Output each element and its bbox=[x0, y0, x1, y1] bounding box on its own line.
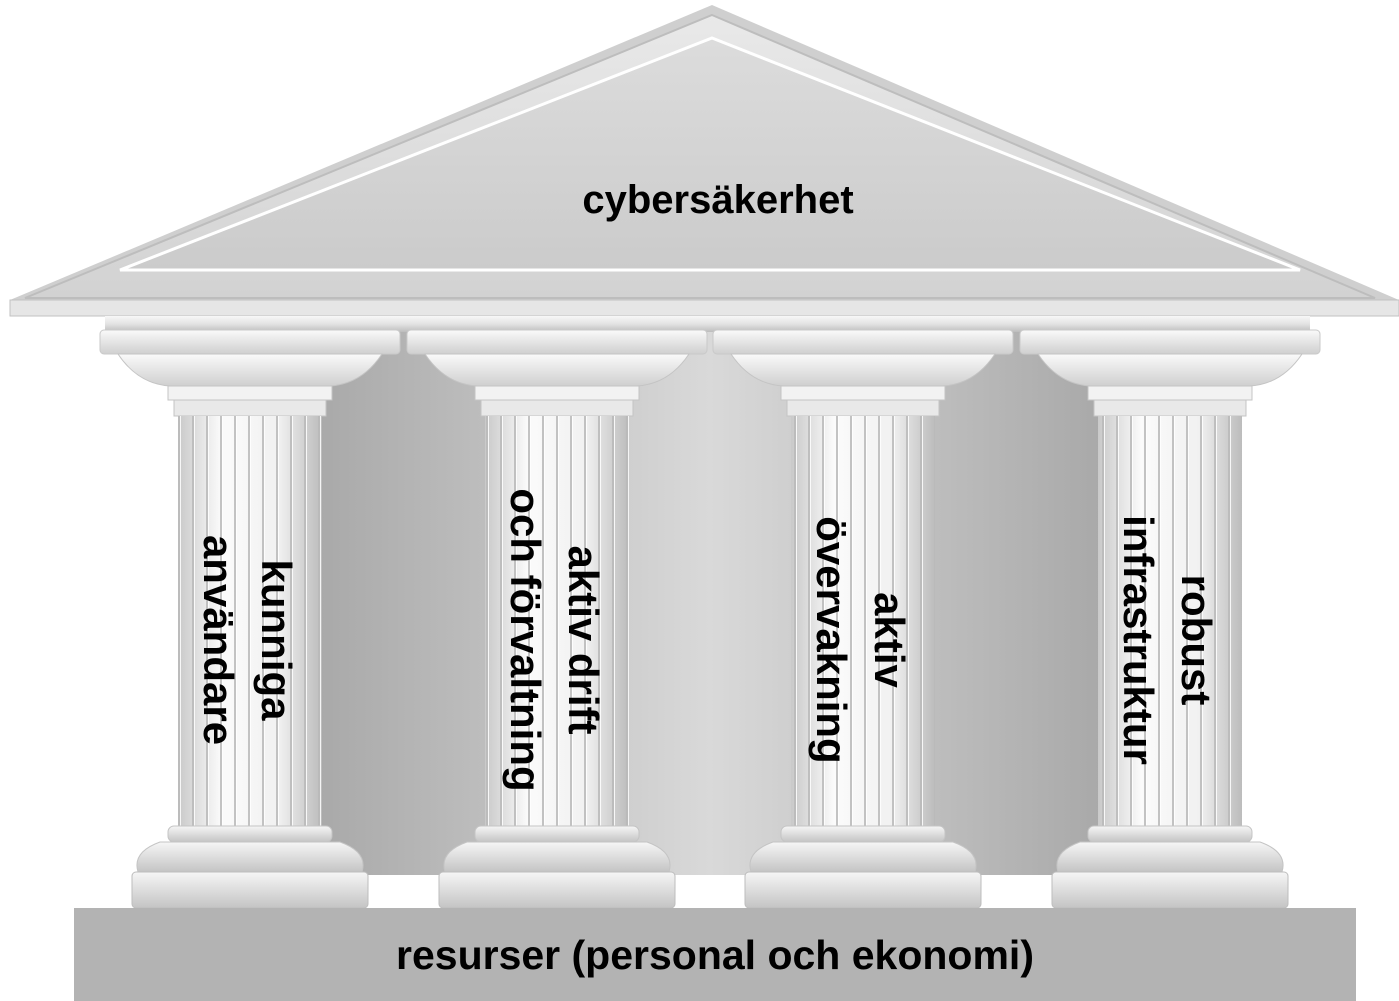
pillar-label-line1: aktiv drift bbox=[560, 545, 607, 734]
pillar-3: aktivövervakning bbox=[712, 329, 1014, 909]
pillar-abacus bbox=[712, 329, 1014, 355]
pillar-label-line1: kunniga bbox=[253, 559, 300, 721]
base-slab bbox=[74, 908, 1356, 1001]
pillar-plinth bbox=[1051, 871, 1289, 909]
pillar-label-line1: aktiv bbox=[866, 592, 913, 688]
pillar-plinth bbox=[131, 871, 369, 909]
pillar-necking bbox=[1087, 385, 1253, 401]
pillar-collar bbox=[480, 399, 634, 417]
pillar-echinus bbox=[1037, 353, 1303, 387]
pillar-flutes bbox=[1098, 416, 1242, 826]
base-label: resurser (personal och ekonomi) bbox=[396, 932, 1034, 978]
pillar-collar bbox=[1093, 399, 1247, 417]
pillar-label-3: aktivövervakning bbox=[808, 516, 913, 763]
pillar-echinus bbox=[117, 353, 383, 387]
pillar-2: aktiv driftoch förvaltning bbox=[406, 329, 708, 909]
pillar-label-2: aktiv driftoch förvaltning bbox=[502, 488, 607, 791]
temple-back-wall bbox=[320, 315, 1100, 875]
pillar-torus-upper bbox=[780, 825, 946, 843]
pillar-echinus bbox=[424, 353, 690, 387]
pillar-collar bbox=[173, 399, 327, 417]
pillar-torus-upper bbox=[167, 825, 333, 843]
pillar-plinth bbox=[744, 871, 982, 909]
pillar-echinus bbox=[730, 353, 996, 387]
pillar-abacus bbox=[1019, 329, 1321, 355]
pillar-1: kunnigaanvändare bbox=[99, 329, 401, 909]
pillar-label-line2: övervakning bbox=[808, 516, 855, 763]
pillar-torus-lower bbox=[136, 841, 364, 873]
pillar-torus-lower bbox=[443, 841, 671, 873]
pillar-torus-upper bbox=[1087, 825, 1253, 843]
pillar-4: robustinfrastruktur bbox=[1019, 329, 1321, 909]
pillars: kunnigaanvändare aktiv driftoch förvaltni… bbox=[99, 329, 1321, 909]
pillar-collar bbox=[786, 399, 940, 417]
pillar-abacus bbox=[99, 329, 401, 355]
pillar-label-line2: användare bbox=[195, 535, 242, 745]
pillar-torus-upper bbox=[474, 825, 640, 843]
pillar-label-line1: robust bbox=[1173, 575, 1220, 706]
pediment bbox=[9, 5, 1399, 317]
pillar-plinth bbox=[438, 871, 676, 909]
pillar-torus-lower bbox=[749, 841, 977, 873]
pillar-abacus bbox=[406, 329, 708, 355]
pillar-torus-lower bbox=[1056, 841, 1284, 873]
pillar-necking bbox=[474, 385, 640, 401]
pillar-necking bbox=[780, 385, 946, 401]
pillar-label-1: kunnigaanvändare bbox=[195, 535, 300, 745]
pillar-label-line2: och förvaltning bbox=[502, 488, 549, 791]
pillar-label-4: robustinfrastruktur bbox=[1115, 515, 1220, 765]
pillar-necking bbox=[167, 385, 333, 401]
pillar-flutes bbox=[485, 416, 629, 826]
entablature bbox=[105, 316, 1310, 332]
pillar-label-line2: infrastruktur bbox=[1115, 515, 1162, 765]
pillar-flutes bbox=[791, 416, 935, 826]
roof-label: cybersäkerhet bbox=[582, 178, 853, 222]
pillar-flutes bbox=[178, 416, 322, 826]
